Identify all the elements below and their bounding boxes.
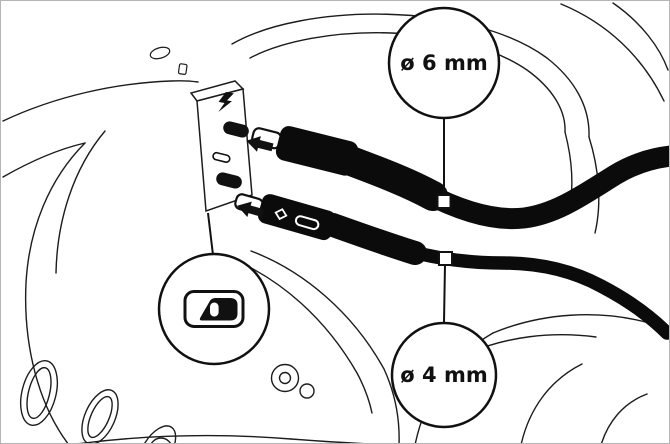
connector-body-6mm: [275, 126, 359, 176]
callout-displayport: [157, 252, 271, 366]
usb-c-port-top: [223, 121, 249, 138]
callout-6mm: ø 6 mm: [387, 6, 501, 209]
measure-marker: [436, 194, 452, 209]
port-panel: [189, 80, 253, 213]
left-arrow-icon: [246, 136, 274, 152]
lightning-bolt-icon: [218, 92, 234, 113]
cable-6mm: [251, 126, 669, 230]
cable-4mm: [234, 193, 669, 340]
mini-port-outline: [212, 151, 231, 163]
displayport-icon: [183, 290, 245, 328]
measure-marker: [438, 251, 453, 266]
callout-4mm: ø 4 mm: [390, 251, 498, 429]
displayport-leader-line: [207, 212, 214, 256]
usb-c-mark-icon: [294, 215, 320, 231]
callout-6mm-label: ø 6 mm: [400, 51, 487, 75]
callout-4mm-label: ø 4 mm: [400, 363, 487, 387]
left-arrow-icon: [237, 201, 265, 218]
usb-c-port-bottom: [216, 172, 242, 189]
diamond-mark-icon: [274, 208, 288, 221]
